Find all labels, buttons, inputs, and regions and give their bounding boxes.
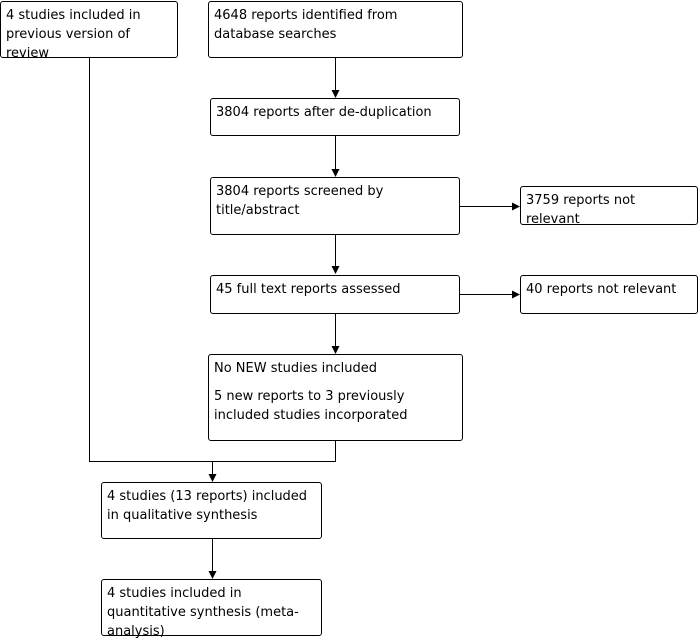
qualitative-synthesis-text: 4 studies (13 reports) included in quali…: [107, 489, 308, 523]
connector-included-to-merge: [212, 441, 336, 462]
identified-text: 4648 reports identified from database se…: [214, 8, 398, 42]
excluded-screening-text: 3759 reports not relevant: [526, 193, 636, 227]
fulltext-box: 45 full text reports assessed: [210, 275, 460, 314]
connector-previous-to-merge: [89, 58, 213, 462]
included-studies-box: No NEW studies included 5 new reports to…: [208, 354, 463, 441]
screened-box: 3804 reports screened by title/abstract: [210, 177, 460, 235]
no-new-studies-text: No NEW studies included: [214, 361, 377, 376]
identified-box: 4648 reports identified from database se…: [208, 1, 463, 58]
qualitative-synthesis-box: 4 studies (13 reports) included in quali…: [101, 482, 322, 539]
screened-text: 3804 reports screened by title/abstract: [216, 184, 384, 218]
excluded-screening-box: 3759 reports not relevant: [520, 186, 698, 227]
excluded-fulltext-text: 40 reports not relevant: [526, 282, 677, 297]
quantitative-synthesis-text: 4 studies included in quantitative synth…: [107, 586, 299, 639]
previous-review-box: 4 studies included in previous version o…: [0, 1, 178, 61]
deduplication-box: 3804 reports after de-duplication: [210, 98, 460, 136]
quantitative-synthesis-box: 4 studies included in quantitative synth…: [101, 579, 322, 639]
deduplication-text: 3804 reports after de-duplication: [216, 105, 432, 120]
new-reports-text: 5 new reports to 3 previously included s…: [214, 389, 408, 423]
excluded-fulltext-box: 40 reports not relevant: [520, 275, 698, 314]
fulltext-text: 45 full text reports assessed: [216, 282, 401, 297]
previous-review-text: 4 studies included in previous version o…: [6, 8, 141, 61]
